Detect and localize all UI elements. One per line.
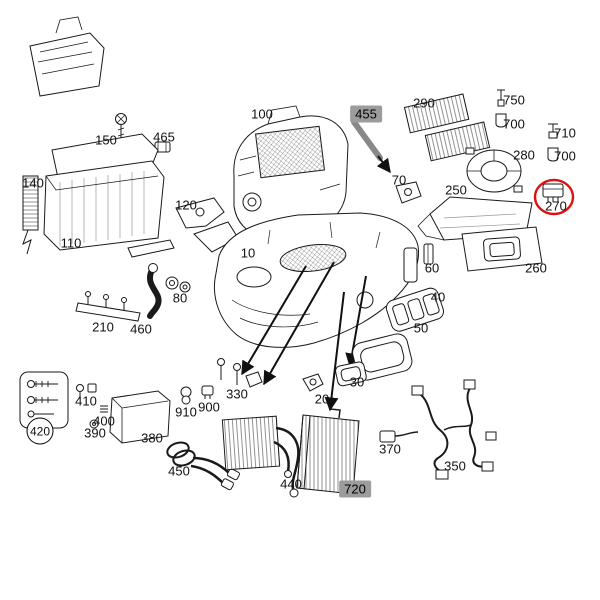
highlight-circle-270 [533, 178, 575, 216]
clip-750-icon [497, 89, 505, 107]
filters-290 [403, 93, 491, 162]
rail-210 [75, 291, 141, 322]
main-housing-10 [213, 212, 420, 348]
relay-270 [542, 183, 564, 202]
sensor-910 [180, 386, 192, 405]
bracket-120 [127, 197, 239, 258]
hose-coil-450 [166, 441, 240, 491]
sensor-900 [201, 385, 214, 399]
clip-710-icon [548, 123, 558, 139]
harness-350 [411, 379, 497, 480]
rib-strip-140 [22, 175, 39, 255]
spring-400 [100, 405, 108, 413]
tray-250 [417, 196, 533, 241]
pipe-455-arrow [351, 119, 391, 174]
hose-460 [147, 263, 162, 319]
clip-700a-icon [495, 113, 507, 128]
heater-core-440 [221, 415, 300, 498]
bracket-20 [302, 373, 324, 392]
box-380 [109, 390, 171, 444]
damper-60 [423, 243, 434, 265]
bracket-70 [395, 181, 422, 204]
frame-30 [335, 361, 367, 387]
upper-left-duct [29, 16, 105, 97]
screws-330 [217, 358, 263, 388]
grommet-390 [89, 419, 99, 429]
hardware-410 [76, 383, 97, 399]
screw-kit-420 [19, 371, 69, 429]
blower-280 [465, 147, 523, 193]
heater-housing-100 [233, 105, 349, 253]
connector-370 [379, 430, 419, 443]
clip-700b-icon [547, 147, 559, 162]
grommets-80 [165, 276, 191, 293]
vent-frame-40 [385, 287, 444, 332]
housing-110 [43, 133, 165, 251]
filter-box-260 [461, 226, 543, 272]
evaporator-720 [296, 408, 360, 495]
